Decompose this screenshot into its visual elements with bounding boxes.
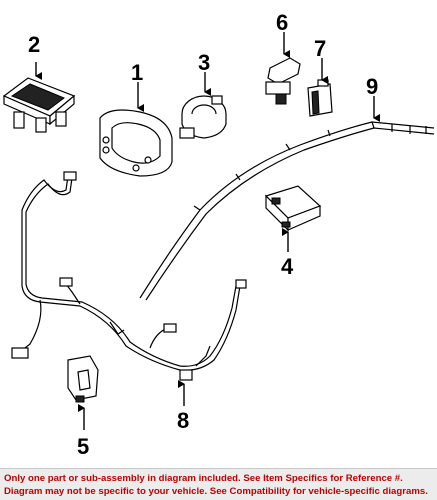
side-sensor-part[interactable] xyxy=(307,79,333,117)
wire-harness-part[interactable] xyxy=(11,171,247,381)
impact-sensor-part[interactable] xyxy=(67,355,99,403)
sensor-bracket-part[interactable] xyxy=(265,57,301,105)
clockspring-part[interactable] xyxy=(179,95,227,139)
passenger-airbag-part[interactable] xyxy=(2,77,76,133)
driver-airbag-part[interactable] xyxy=(99,109,173,177)
disclaimer-line-2: Diagram may not be specific to your vehi… xyxy=(4,486,428,497)
callout-4-number: 4 xyxy=(281,254,294,279)
disclaimer-line-1: Only one part or sub-assembly in diagram… xyxy=(4,473,403,484)
callout-8-number: 8 xyxy=(177,408,189,433)
parts-diagram: 2 1 3 6 7 9 xyxy=(2,10,435,459)
callout-3-number: 3 xyxy=(198,50,210,75)
callout-1-number: 1 xyxy=(131,60,143,85)
callout-6-number: 6 xyxy=(276,10,288,35)
callout-9-number: 9 xyxy=(366,74,378,99)
callout-5-number: 5 xyxy=(77,434,89,459)
curtain-airbag-part[interactable] xyxy=(139,121,435,301)
callout-7-number: 7 xyxy=(314,36,326,61)
disclaimer-banner: Only one part or sub-assembly in diagram… xyxy=(0,468,437,500)
control-module-part[interactable] xyxy=(264,185,322,232)
callout-2-number: 2 xyxy=(28,32,40,57)
